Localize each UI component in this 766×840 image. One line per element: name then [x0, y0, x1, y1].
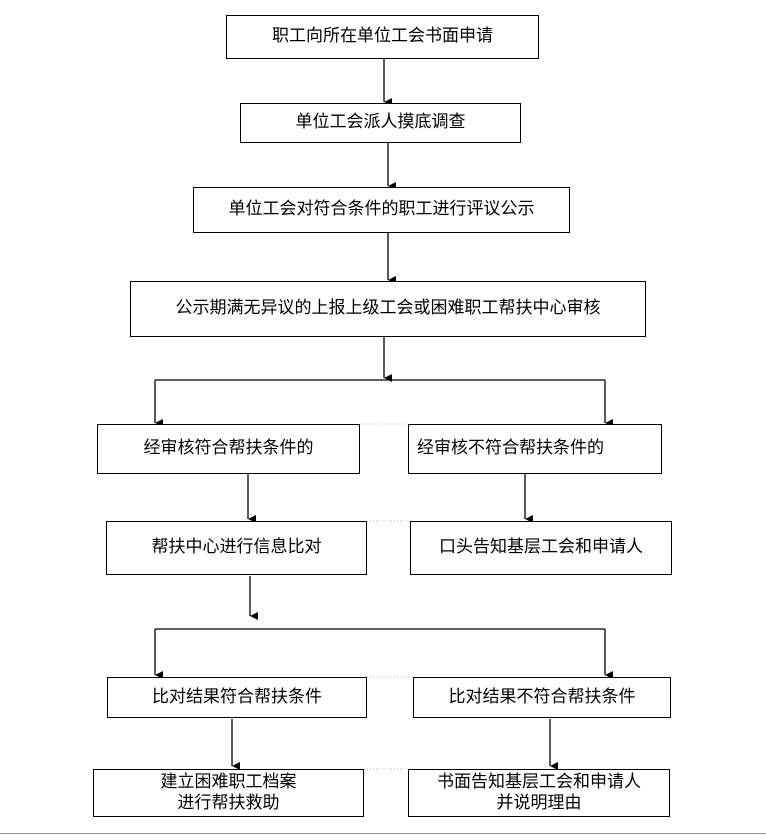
step-apply: 职工向所在单位工会书面申请 [226, 15, 539, 59]
compare-qualified: 比对结果符合帮扶条件 [107, 677, 367, 718]
compare-not-qualified-label: 比对结果不符合帮扶条件 [448, 686, 636, 707]
step-report-audit: 公示期满无异议的上报上级工会或困难职工帮扶中心审核 [130, 281, 646, 337]
branch-qualified-label: 经审核符合帮扶条件的 [143, 438, 314, 459]
step-info-compare: 帮扶中心进行信息比对 [106, 521, 367, 575]
step-review-publicize: 单位工会对符合条件的职工进行评议公示 [193, 187, 570, 233]
final-written-notify: 书面告知基层工会和申请人 并说明理由 [408, 769, 670, 817]
final-archive-assist-line1: 建立困难职工档案 [160, 771, 297, 792]
step-oral-notify: 口头告知基层工会和申请人 [410, 521, 672, 575]
final-written-notify-line1: 书面告知基层工会和申请人 [437, 771, 641, 792]
compare-qualified-label: 比对结果符合帮扶条件 [152, 686, 322, 707]
branch-qualified: 经审核符合帮扶条件的 [97, 424, 360, 474]
step-survey: 单位工会派人摸底调查 [240, 103, 521, 143]
step-info-compare-label: 帮扶中心进行信息比对 [151, 537, 322, 558]
branch-not-qualified-label: 经审核不符合帮扶条件的 [417, 438, 604, 459]
step-apply-label: 职工向所在单位工会书面申请 [272, 26, 493, 47]
step-report-audit-label: 公示期满无异议的上报上级工会或困难职工帮扶中心审核 [175, 298, 601, 319]
branch-not-qualified: 经审核不符合帮扶条件的 [408, 424, 662, 474]
step-oral-notify-label: 口头告知基层工会和申请人 [439, 537, 643, 558]
final-archive-assist: 建立困难职工档案 进行帮扶救助 [93, 769, 364, 817]
final-written-notify-line2: 并说明理由 [496, 793, 582, 813]
final-archive-assist-line2: 进行帮扶救助 [177, 793, 280, 813]
step-survey-label: 单位工会派人摸底调查 [295, 112, 466, 133]
page-divider [0, 833, 766, 834]
step-review-publicize-label: 单位工会对符合条件的职工进行评议公示 [228, 199, 535, 220]
compare-not-qualified: 比对结果不符合帮扶条件 [413, 677, 671, 718]
